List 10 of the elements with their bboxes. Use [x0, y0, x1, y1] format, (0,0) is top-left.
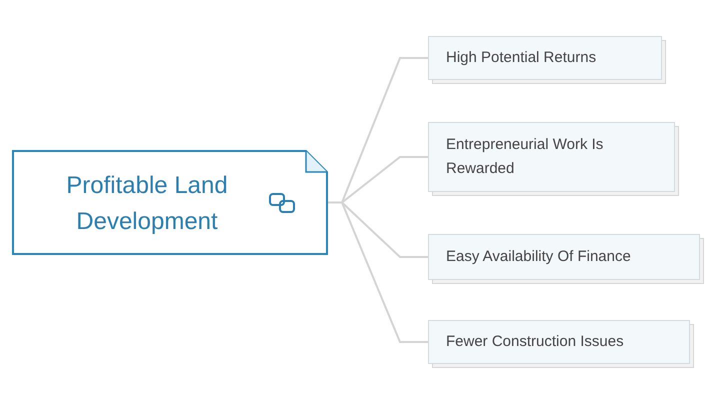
point-text: Easy Availability Of Finance — [446, 247, 632, 267]
point-card — [428, 122, 675, 192]
point-text: High Potential Returns — [446, 48, 598, 68]
topic-title: Profitable Land Development — [66, 172, 228, 235]
point-card — [428, 36, 662, 80]
point-card — [428, 234, 700, 280]
point-text: Fewer Construction Issues — [446, 332, 625, 352]
point-card — [428, 320, 690, 364]
point-text: Entrepreneurial Work Is Rewarded — [446, 135, 604, 179]
connector-line — [328, 202, 428, 343]
